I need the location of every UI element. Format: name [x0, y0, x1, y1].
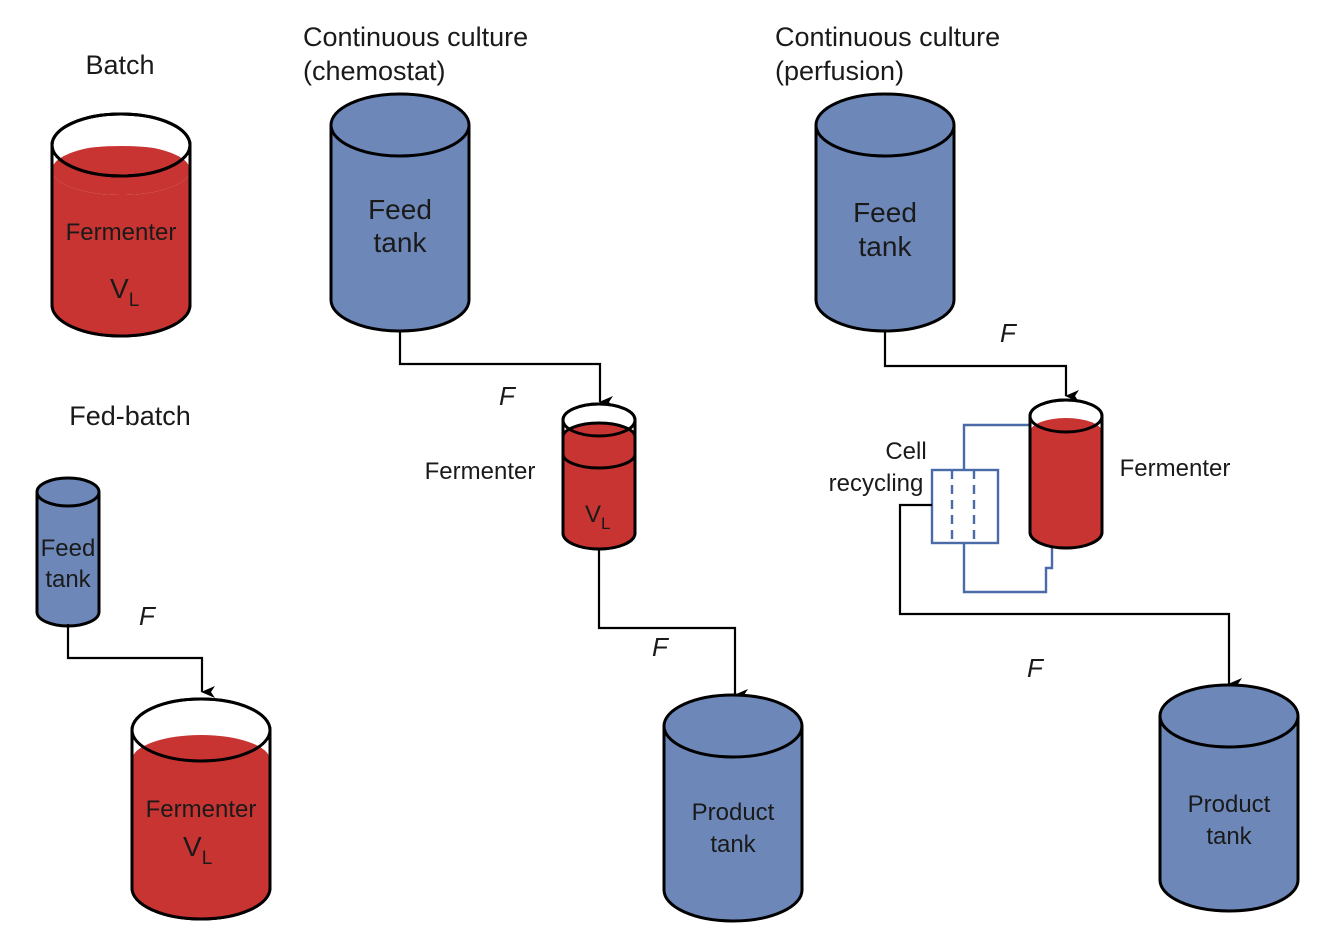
chemostat-feed-label-1: Feed: [368, 194, 432, 225]
cell-recycling-label-2: recycling: [829, 470, 924, 497]
recycle-top-line: [962, 423, 1030, 470]
fed-batch-feed-label-1: Feed: [41, 535, 96, 562]
batch-volume-symbol: V: [110, 273, 129, 304]
perfusion-title-line-2: (perfusion): [775, 56, 904, 86]
cell-recycling-unit: Cell recycling: [829, 423, 1054, 594]
perfusion-feed-pipe: [883, 330, 1079, 402]
batch-fermenter-label: Fermenter: [66, 219, 177, 246]
fed-batch-feed-label-2: tank: [45, 566, 91, 593]
fed-batch-title: Fed-batch: [69, 401, 191, 431]
fed-batch-volume-symbol: V: [183, 831, 202, 862]
chemostat-feed-label-2: tank: [374, 227, 428, 258]
perfusion-feed-label-2: tank: [859, 231, 913, 262]
fed-batch-feed-pipe: [66, 624, 215, 698]
fed-batch-volume: VL: [183, 831, 212, 869]
fed-batch-section: Fed-batch Feed tank F Fermenter VL: [35, 401, 272, 921]
batch-title: Batch: [85, 50, 154, 80]
fed-batch-feed-tank: Feed tank: [35, 476, 101, 628]
chemostat-product-label-1: Product: [692, 799, 775, 826]
fed-batch-volume-subscript: L: [202, 848, 213, 869]
perfusion-feed-label-1: Feed: [853, 197, 917, 228]
chemostat-flow-out-label: F: [652, 632, 670, 662]
perfusion-fermenter: Fermenter: [1028, 398, 1231, 550]
perfusion-flow-out-label: F: [1027, 653, 1045, 683]
fed-batch-flow-label: F: [139, 601, 157, 631]
chemostat-feed-pipe: [398, 330, 613, 408]
chemostat-title-line-2: (chemostat): [303, 56, 446, 86]
chemostat-title-line-1: Continuous culture: [303, 22, 528, 52]
perfusion-feed-tank: Feed tank: [814, 92, 956, 333]
batch-volume-subscript: L: [129, 290, 140, 311]
batch-volume: VL: [110, 273, 139, 311]
chemostat-fermenter: Fermenter VL: [425, 402, 637, 551]
chemostat-section: Continuous culture (chemostat) Feed tank…: [303, 22, 804, 923]
chemostat-volume: VL: [585, 501, 610, 533]
cell-recycling-filter: [930, 468, 1000, 545]
chemostat-feed-tank: Feed tank: [329, 92, 471, 333]
perfusion-product-label-2: tank: [1206, 823, 1252, 850]
batch-section: Batch Fermenter VL: [50, 50, 192, 338]
cell-recycling-label-1: Cell: [885, 438, 926, 465]
perfusion-section: Continuous culture (perfusion) Feed tank…: [775, 22, 1300, 913]
perfusion-liquid: [1030, 418, 1102, 548]
chemostat-fermenter-label: Fermenter: [425, 458, 536, 485]
recycle-bottom-line: [962, 540, 1054, 594]
fed-batch-liquid: [132, 735, 270, 919]
perfusion-flow-in-label: F: [1000, 318, 1018, 348]
perfusion-product-pipe: [898, 503, 1242, 690]
chemostat-liquid: [563, 423, 635, 549]
fed-batch-fermenter: Fermenter VL: [130, 697, 272, 921]
batch-fermenter: Fermenter VL: [50, 112, 192, 338]
perfusion-fermenter-label: Fermenter: [1120, 455, 1231, 482]
chemostat-product-label-2: tank: [710, 831, 756, 858]
chemostat-product-pipe: [597, 549, 748, 701]
chemostat-volume-subscript: L: [601, 514, 610, 533]
batch-liquid: [52, 170, 190, 336]
perfusion-product-tank: Product tank: [1158, 683, 1300, 913]
chemostat-product-tank: Product tank: [662, 693, 804, 923]
chemostat-flow-in-label: F: [499, 381, 517, 411]
fed-batch-fermenter-label: Fermenter: [146, 796, 257, 823]
perfusion-title-line-1: Continuous culture: [775, 22, 1000, 52]
chemostat-volume-symbol: V: [585, 501, 601, 528]
perfusion-product-label-1: Product: [1188, 791, 1271, 818]
